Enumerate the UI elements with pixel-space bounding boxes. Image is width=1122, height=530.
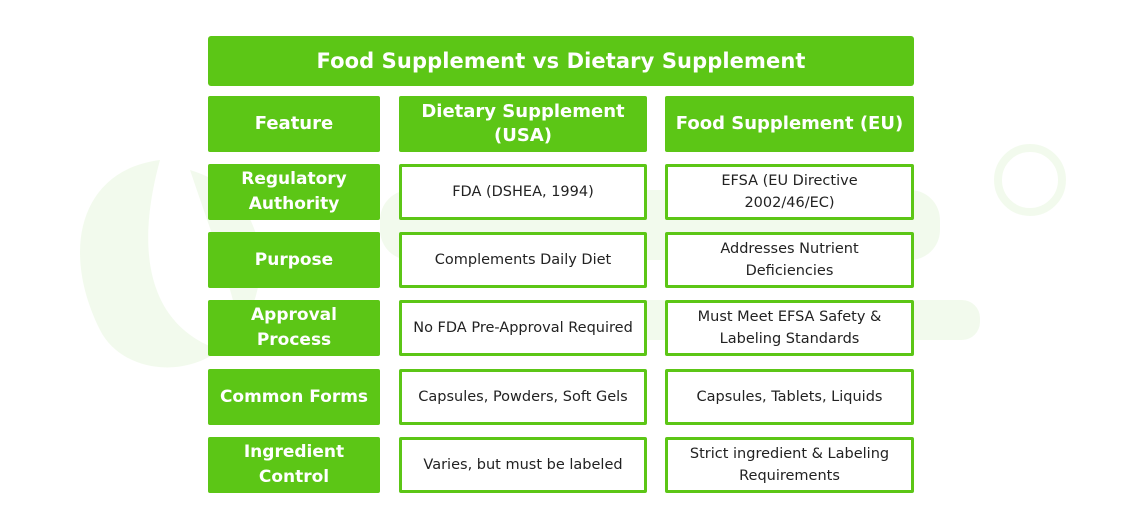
usa-ingredient-control: Varies, but must be labeled [399,437,647,493]
usa-regulatory-authority: FDA (DSHEA, 1994) [399,164,647,220]
feature-common-forms: Common Forms [208,369,380,425]
eu-regulatory-authority: EFSA (EU Directive 2002/46/EC) [665,164,914,220]
usa-purpose: Complements Daily Diet [399,232,647,288]
usa-common-forms: Capsules, Powders, Soft Gels [399,369,647,425]
usa-approval-process: No FDA Pre-Approval Required [399,300,647,356]
header-food-supplement-eu: Food Supplement (EU) [665,96,914,152]
eu-purpose: Addresses Nutrient Deficiencies [665,232,914,288]
eu-ingredient-control: Strict ingredient & Labeling Requirement… [665,437,914,493]
feature-ingredient-control: Ingredient Control [208,437,380,493]
header-feature: Feature [208,96,380,152]
header-dietary-supplement-usa: Dietary Supplement (USA) [399,96,647,152]
feature-approval-process: Approval Process [208,300,380,356]
feature-regulatory-authority: Regulatory Authority [208,164,380,220]
eu-approval-process: Must Meet EFSA Safety & Labeling Standar… [665,300,914,356]
eu-common-forms: Capsules, Tablets, Liquids [665,369,914,425]
table-title: Food Supplement vs Dietary Supplement [208,36,914,86]
feature-purpose: Purpose [208,232,380,288]
